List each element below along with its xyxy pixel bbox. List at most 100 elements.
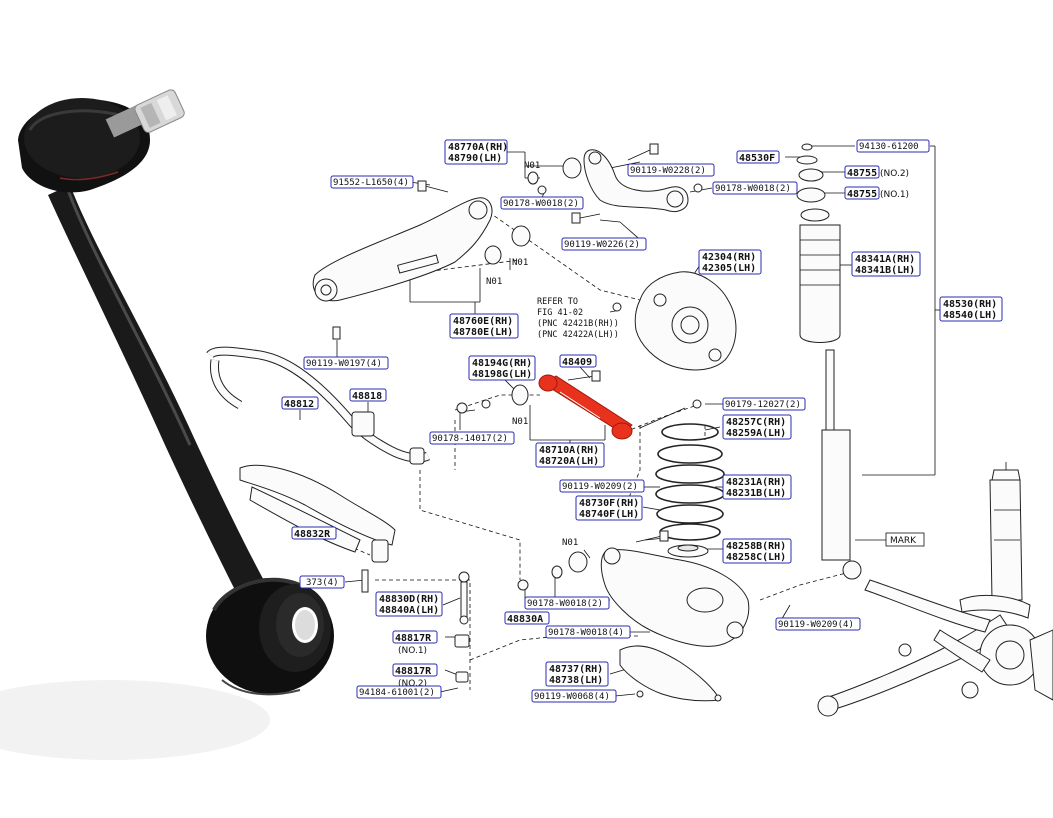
svg-text:(PNC 42421B(RH)): (PNC 42421B(RH))	[537, 319, 619, 329]
label-48770A[interactable]: 48770A(RH) 48790(LH)	[444, 139, 508, 165]
svg-text:48258C(LH): 48258C(LH)	[726, 552, 786, 563]
label-48832R[interactable]: 48832R	[291, 526, 337, 540]
svg-text:MARK: MARK	[890, 536, 917, 546]
svg-text:48194G(RH): 48194G(RH)	[472, 358, 532, 369]
svg-text:90178-14017(2): 90178-14017(2)	[432, 434, 508, 444]
svg-text:48341A(RH): 48341A(RH)	[855, 254, 915, 265]
svg-text:94130-61200: 94130-61200	[859, 142, 919, 152]
svg-text:(NO.2): (NO.2)	[398, 679, 427, 689]
svg-text:90178-W0018(2): 90178-W0018(2)	[527, 599, 603, 609]
label-48760E[interactable]: 48760E(RH) 48780E(LH)	[449, 313, 519, 339]
svg-text:90178-W0018(2): 90178-W0018(2)	[715, 184, 791, 194]
svg-text:90119-W0226(2): 90119-W0226(2)	[564, 240, 640, 250]
label-48830A[interactable]: 48830A	[504, 611, 550, 625]
svg-text:90119-W0209(4): 90119-W0209(4)	[778, 620, 854, 630]
label-48730F[interactable]: 48730F(RH) 48740F(LH)	[575, 495, 643, 521]
svg-text:(PNC 42422A(LH)): (PNC 42422A(LH))	[537, 330, 619, 340]
label-48830D[interactable]: 48830D(RH) 48840A(LH)	[375, 591, 443, 617]
svg-text:48530F: 48530F	[739, 153, 775, 164]
label-48409[interactable]: 48409	[559, 354, 597, 368]
svg-text:48737(RH): 48737(RH)	[549, 664, 603, 675]
svg-text:48530(RH): 48530(RH)	[943, 299, 997, 310]
svg-text:48830D(RH): 48830D(RH)	[379, 594, 439, 605]
svg-text:48740F(LH): 48740F(LH)	[579, 509, 639, 520]
svg-text:42304(RH): 42304(RH)	[702, 252, 756, 263]
svg-text:48258B(RH): 48258B(RH)	[726, 541, 786, 552]
svg-text:48755: 48755	[847, 168, 877, 179]
label-48755-no2[interactable]: 48755 (NO.2)	[844, 165, 909, 179]
note-n01: N01	[562, 538, 578, 548]
component-drawings	[206, 143, 1053, 717]
label-90119-W0209-a[interactable]: 90119-W0209(2)	[559, 479, 645, 493]
svg-text:48409: 48409	[562, 357, 592, 368]
svg-text:48259A(LH): 48259A(LH)	[726, 428, 786, 439]
svg-text:REFER TO: REFER TO	[537, 297, 578, 307]
part-labels: 48770A(RH) 48790(LH) N01 90119-W0228(2) …	[281, 139, 1003, 703]
svg-text:48257C(RH): 48257C(RH)	[726, 417, 786, 428]
svg-text:(NO.1): (NO.1)	[398, 646, 427, 656]
label-91552[interactable]: 91552-L1650(4)	[330, 175, 414, 189]
label-90119-W0068[interactable]: 90119-W0068(4)	[531, 689, 617, 703]
svg-text:90119-W0228(2): 90119-W0228(2)	[630, 166, 706, 176]
svg-text:90119-W0068(4): 90119-W0068(4)	[534, 692, 610, 702]
svg-text:(NO.2): (NO.2)	[880, 169, 909, 179]
label-48530[interactable]: 48530(RH) 48540(LH)	[939, 296, 1003, 322]
svg-text:48231B(LH): 48231B(LH)	[726, 488, 786, 499]
svg-text:94184-61001(2): 94184-61001(2)	[359, 688, 435, 698]
label-90178-W0018-d[interactable]: 90178-W0018(4)	[545, 625, 631, 639]
svg-text:(NO.1): (NO.1)	[880, 190, 909, 200]
svg-text:90179-12027(2): 90179-12027(2)	[725, 400, 801, 410]
svg-text:48341B(LH): 48341B(LH)	[855, 265, 915, 276]
label-94184[interactable]: 94184-61001(2)	[356, 685, 442, 699]
note-n01: N01	[512, 417, 528, 427]
note-n01: N01	[486, 277, 502, 287]
svg-text:48832R: 48832R	[294, 529, 331, 540]
svg-text:48840A(LH): 48840A(LH)	[379, 605, 439, 616]
label-90178-14017[interactable]: 90178-14017(2)	[429, 431, 515, 445]
svg-text:48730F(RH): 48730F(RH)	[579, 498, 639, 509]
label-48817R-no1[interactable]: 48817R (NO.1)	[392, 630, 438, 656]
label-48257C[interactable]: 48257C(RH) 48259A(LH)	[722, 414, 792, 440]
svg-text:48231A(RH): 48231A(RH)	[726, 477, 786, 488]
svg-text:91552-L1650(4): 91552-L1650(4)	[333, 178, 409, 188]
label-48737[interactable]: 48737(RH) 48738(LH)	[545, 661, 609, 687]
label-48530F[interactable]: 48530F	[736, 150, 780, 164]
svg-text:48790(LH): 48790(LH)	[448, 153, 502, 164]
label-48194G[interactable]: 48194G(RH) 48198G(LH)	[468, 355, 536, 381]
label-90178-W0018-b[interactable]: 90178-W0018(2)	[712, 181, 798, 195]
label-90119-W0228[interactable]: 90119-W0228(2)	[627, 163, 715, 177]
svg-text:48770A(RH): 48770A(RH)	[448, 142, 508, 153]
label-90119-W0197[interactable]: 90119-W0197(4)	[303, 356, 389, 370]
label-48817R-no2[interactable]: 48817R (NO.2)	[392, 663, 438, 689]
label-48812[interactable]: 48812	[281, 396, 319, 410]
label-90119-W0226[interactable]: 90119-W0226(2)	[561, 237, 647, 251]
svg-text:373(4): 373(4)	[306, 578, 339, 588]
svg-text:48540(LH): 48540(LH)	[943, 310, 997, 321]
label-94130[interactable]: 94130-61200	[856, 139, 930, 153]
svg-text:48738(LH): 48738(LH)	[549, 675, 603, 686]
label-48231A[interactable]: 48231A(RH) 48231B(LH)	[722, 474, 792, 500]
refer-to-note: REFER TO FIG 41-02 (PNC 42421B(RH)) (PNC…	[537, 297, 619, 340]
label-373[interactable]: 373(4)	[299, 575, 345, 589]
svg-text:48817R: 48817R	[395, 633, 432, 644]
label-90119-W0209-b[interactable]: 90119-W0209(4)	[775, 617, 861, 631]
svg-text:48720A(LH): 48720A(LH)	[539, 456, 599, 467]
label-48818[interactable]: 48818	[349, 388, 387, 402]
svg-text:90178-W0018(2): 90178-W0018(2)	[503, 199, 579, 209]
note-n01: N01	[524, 161, 540, 171]
assembled-view	[817, 462, 1053, 717]
label-90178-W0018-a[interactable]: 90178-W0018(2)	[500, 196, 584, 210]
svg-text:48817R: 48817R	[395, 666, 432, 677]
label-48755-no1[interactable]: 48755 (NO.1)	[844, 186, 909, 200]
svg-text:FIG 41-02: FIG 41-02	[537, 308, 583, 318]
svg-text:48760E(RH): 48760E(RH)	[453, 316, 513, 327]
note-n01: N01	[512, 258, 528, 268]
label-42304[interactable]: 42304(RH) 42305(LH)	[698, 249, 762, 275]
label-48710A[interactable]: 48710A(RH) 48720A(LH)	[535, 442, 605, 468]
svg-text:48755: 48755	[847, 189, 877, 200]
label-48258B[interactable]: 48258B(RH) 48258C(LH)	[722, 538, 792, 564]
label-48341A[interactable]: 48341A(RH) 48341B(LH)	[851, 251, 921, 277]
label-90178-W0018-c[interactable]: 90178-W0018(2)	[524, 596, 610, 610]
svg-text:48812: 48812	[284, 399, 314, 410]
label-90179-12027[interactable]: 90179-12027(2)	[722, 397, 806, 411]
